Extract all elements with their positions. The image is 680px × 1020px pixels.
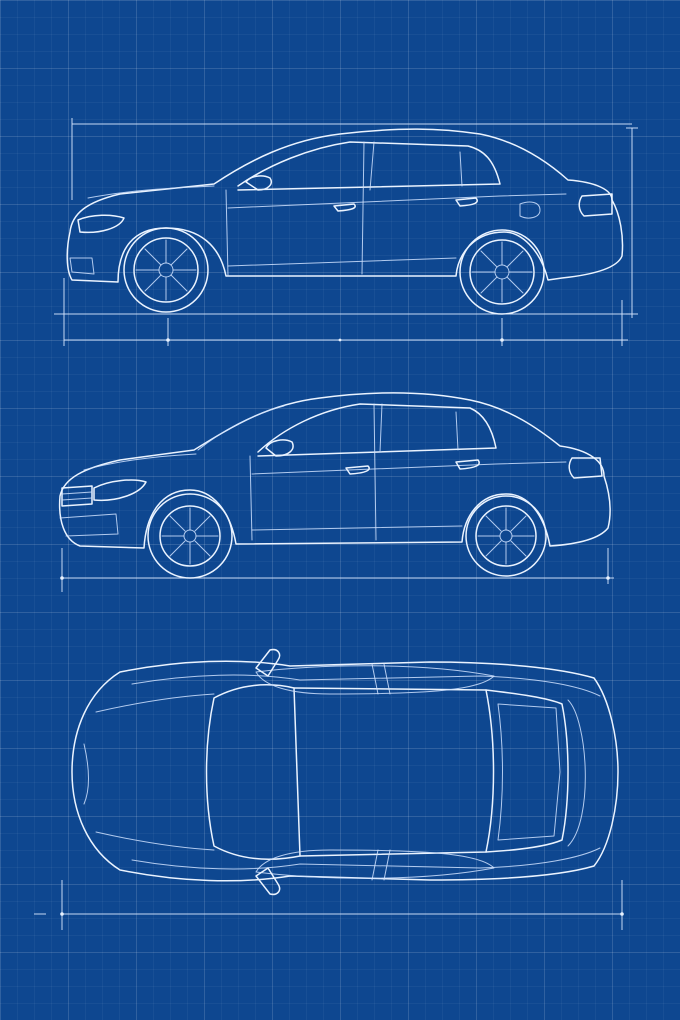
door-handle bbox=[455, 197, 478, 207]
front-wheel-icon bbox=[123, 227, 209, 313]
top-view bbox=[34, 648, 624, 930]
tail-light bbox=[568, 457, 603, 479]
dimension-lines-view1 bbox=[54, 118, 638, 346]
side-mirror-icon bbox=[255, 648, 281, 677]
rear-window bbox=[485, 689, 569, 853]
window-frame bbox=[237, 141, 501, 191]
side-view-three-quarter bbox=[58, 392, 614, 592]
front-grille bbox=[61, 485, 93, 507]
rear-wheel-icon bbox=[465, 495, 547, 577]
door-handle bbox=[455, 459, 480, 470]
window-frame bbox=[257, 403, 497, 457]
car-body-outline bbox=[58, 392, 611, 549]
headlight bbox=[77, 214, 125, 234]
front-wheel-icon bbox=[147, 493, 233, 579]
car-body-outline bbox=[71, 660, 619, 882]
door-handle bbox=[345, 465, 370, 475]
windshield bbox=[205, 684, 301, 860]
door-handle bbox=[333, 203, 356, 212]
tail-light bbox=[578, 193, 613, 217]
side-view-top bbox=[54, 118, 638, 346]
side-mirror-icon bbox=[265, 439, 294, 457]
headlight bbox=[93, 479, 147, 502]
roof-panel bbox=[293, 687, 495, 857]
dimension-lines-view3 bbox=[34, 880, 624, 930]
side-mirror-icon bbox=[255, 867, 281, 896]
side-mirror-icon bbox=[245, 175, 272, 191]
dimension-lines-view2 bbox=[60, 548, 614, 592]
rear-wheel-icon bbox=[459, 229, 545, 315]
